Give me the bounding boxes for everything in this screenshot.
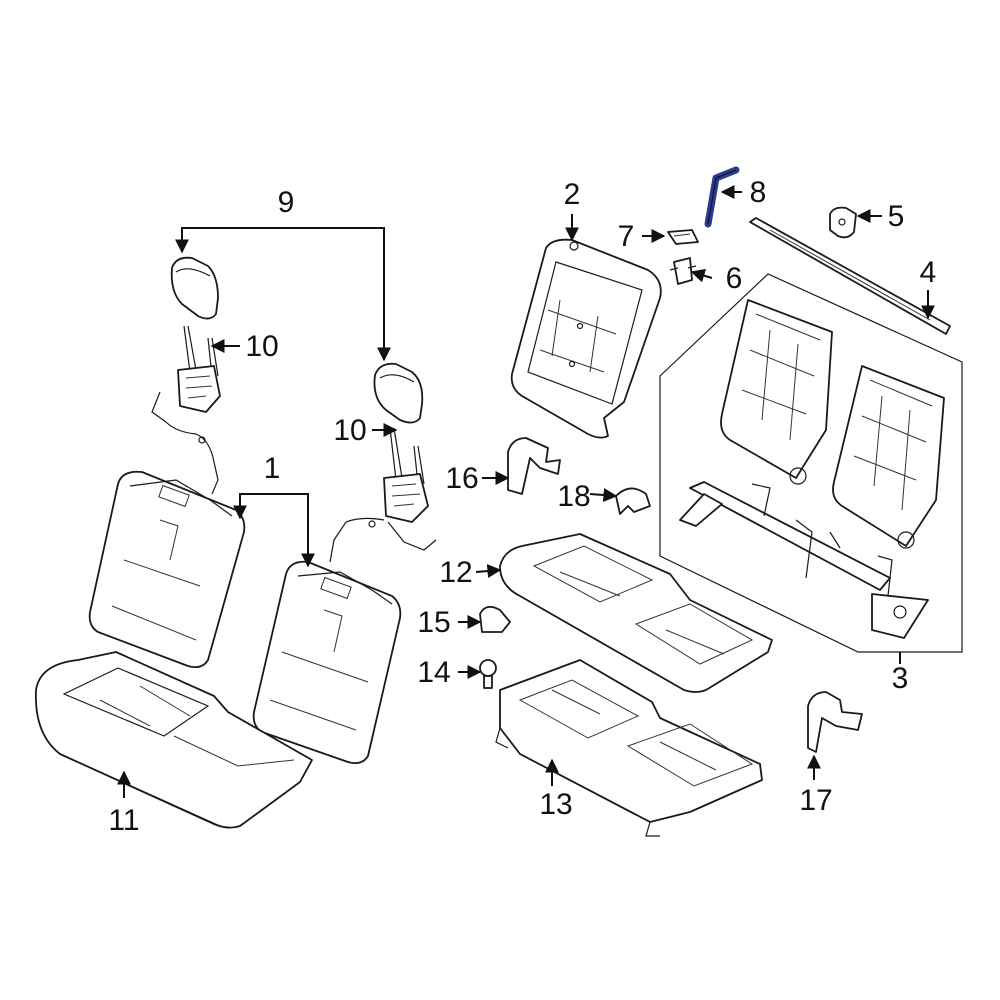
clip-part-6[interactable] [669,257,697,285]
callout-2[interactable]: 2 [564,178,581,211]
callout-11[interactable]: 11 [108,804,139,837]
callout-8[interactable]: 8 [750,176,767,209]
callout-10-left[interactable]: 10 [245,330,278,363]
seat-cushion[interactable] [35,651,313,829]
callout-4[interactable]: 4 [920,256,937,289]
latch-assembly-left[interactable] [151,325,221,495]
callout-18[interactable]: 18 [557,480,590,513]
callout-1[interactable]: 1 [264,452,281,485]
seat-back-panel[interactable] [510,238,662,439]
callout-6[interactable]: 6 [726,262,743,295]
headrest-left[interactable] [170,256,219,320]
bezel-part-7[interactable] [667,229,699,245]
callout-3[interactable]: 3 [892,662,909,695]
callout-13[interactable]: 13 [539,788,572,821]
seat-frame-base-part-13[interactable] [495,659,763,837]
bolt-part-14[interactable] [479,659,497,689]
latch-assembly-right[interactable] [329,427,437,563]
release-rod[interactable] [704,166,740,228]
callout-17[interactable]: 17 [799,784,832,817]
callout-10-right[interactable]: 10 [333,414,366,447]
callout-labels: 9 10 10 1 11 2 8 7 6 5 4 3 16 18 12 15 1… [108,176,936,837]
cover-part-5[interactable] [829,206,857,239]
callout-15[interactable]: 15 [417,606,450,639]
frame-assembly-box[interactable] [659,273,963,653]
callout-7[interactable]: 7 [618,220,635,253]
callout-12[interactable]: 12 [439,556,472,589]
callout-9[interactable]: 9 [278,186,295,219]
cap-part-15[interactable] [479,605,511,633]
seat-back-cushion-right[interactable] [252,560,402,765]
seat-back-cushion-left[interactable] [88,470,246,669]
callout-16[interactable]: 16 [445,462,478,495]
headrest-right[interactable] [373,362,424,424]
bracket-bar-part-4[interactable] [749,217,951,335]
trim-cover-part-18[interactable] [615,487,651,515]
trim-cover-part-17[interactable] [807,691,863,753]
seat-pan-part-12[interactable] [499,533,773,693]
leader-lines [117,185,935,798]
callout-5[interactable]: 5 [888,200,905,233]
callout-14[interactable]: 14 [417,656,450,689]
trim-cover-part-16[interactable] [507,437,561,495]
